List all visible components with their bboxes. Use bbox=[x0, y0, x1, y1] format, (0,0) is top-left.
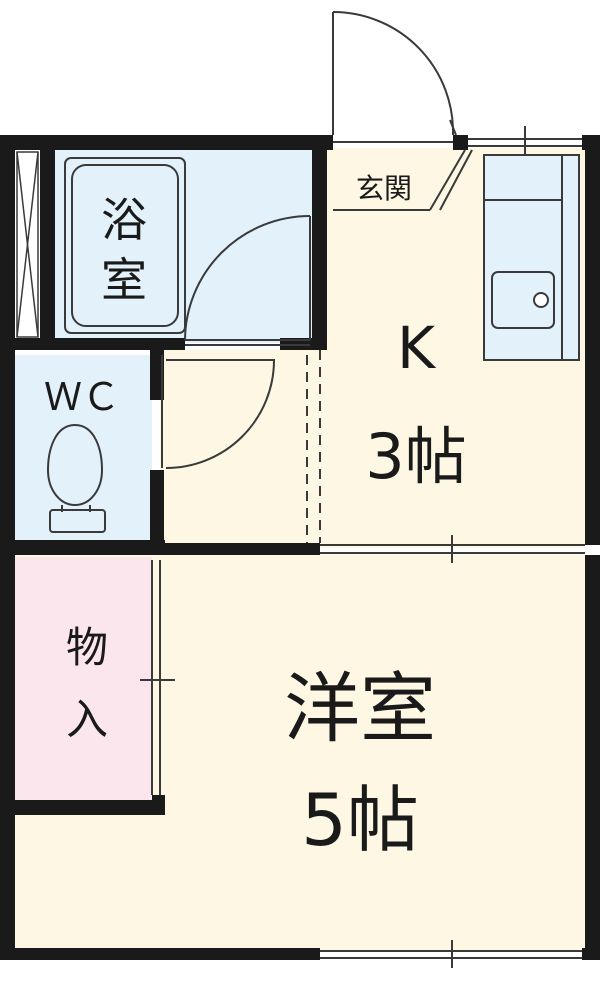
storage-floor bbox=[15, 557, 152, 800]
bottom-window-icon bbox=[320, 940, 582, 968]
entrance-door bbox=[332, 11, 457, 136]
bath-door-swing-icon bbox=[184, 215, 311, 346]
storage-label-1: 物 bbox=[66, 623, 108, 672]
bath-label-2: 室 bbox=[101, 253, 147, 307]
genkan-label: 玄関 bbox=[356, 172, 412, 205]
storage-sliding-door-icon bbox=[140, 560, 175, 795]
kitchen-unit bbox=[483, 154, 580, 361]
bath-label-1: 浴 bbox=[101, 193, 147, 247]
wc-label: ＷＣ bbox=[44, 375, 120, 419]
genkan-area bbox=[333, 141, 473, 211]
sink-icon bbox=[491, 271, 555, 329]
western-room-size: 5帖 bbox=[301, 778, 419, 862]
toilet-icon bbox=[46, 423, 106, 533]
closet-x-icon bbox=[16, 151, 39, 338]
western-room-label: 洋室 bbox=[284, 664, 436, 753]
walls bbox=[0, 135, 600, 960]
sink-drain-icon bbox=[533, 292, 549, 308]
kitchen-sliding-door-icon bbox=[320, 535, 585, 563]
storage-label-2: 入 bbox=[66, 695, 108, 744]
bathtub-icon bbox=[64, 157, 186, 334]
wc-door-swing-icon bbox=[161, 355, 275, 469]
top-window-icon bbox=[468, 126, 582, 158]
kitchen-size: 3帖 bbox=[365, 420, 466, 493]
hall-floor bbox=[160, 350, 322, 548]
kitchen-label: K bbox=[397, 314, 437, 382]
